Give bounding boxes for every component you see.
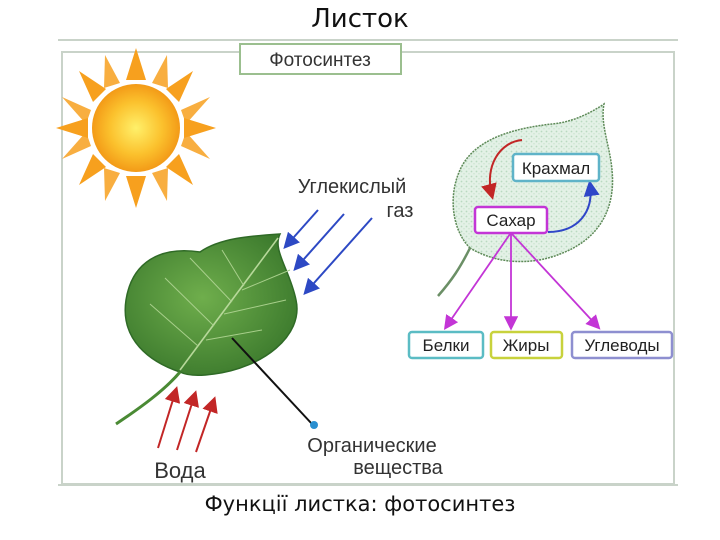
green-leaf-icon: [115, 233, 298, 426]
water-arrows: [157, 386, 218, 453]
slide-caption: Функції листка: фотосинтез: [204, 492, 516, 516]
sugar-box: [473, 205, 549, 235]
starch-box: [511, 152, 601, 183]
co2-label-line1: Углекислый: [298, 176, 407, 198]
protein-label: Белки: [423, 336, 470, 355]
organic-pointer-line: [231, 337, 313, 425]
sugar-to-starch-arrow: [547, 180, 600, 233]
fat-box: [489, 330, 564, 360]
sun-icon: [56, 48, 216, 208]
carbohydrate-label: Углеводы: [584, 336, 659, 355]
leaf-outline-icon: [437, 102, 614, 297]
sugar-label: Сахар: [486, 211, 535, 230]
co2-arrows: [283, 209, 373, 295]
header-box: [239, 43, 402, 75]
water-label: Вода: [154, 458, 206, 483]
starch-label: Крахмал: [522, 159, 590, 178]
slide-title: Листок: [311, 4, 409, 34]
organic-label-line2: вещества: [353, 457, 443, 479]
organic-label-line1: Органические: [307, 435, 436, 457]
header-label: Фотосинтез: [269, 50, 371, 71]
co2-label-line2: газ: [387, 200, 414, 222]
protein-box: [407, 330, 485, 360]
sugar-distribution-arrows: [443, 233, 601, 331]
organic-pointer-dot: [310, 421, 318, 429]
fat-label: Жиры: [503, 336, 550, 355]
starch-to-sugar-arrow: [481, 139, 523, 200]
carbohydrate-box: [570, 330, 674, 360]
